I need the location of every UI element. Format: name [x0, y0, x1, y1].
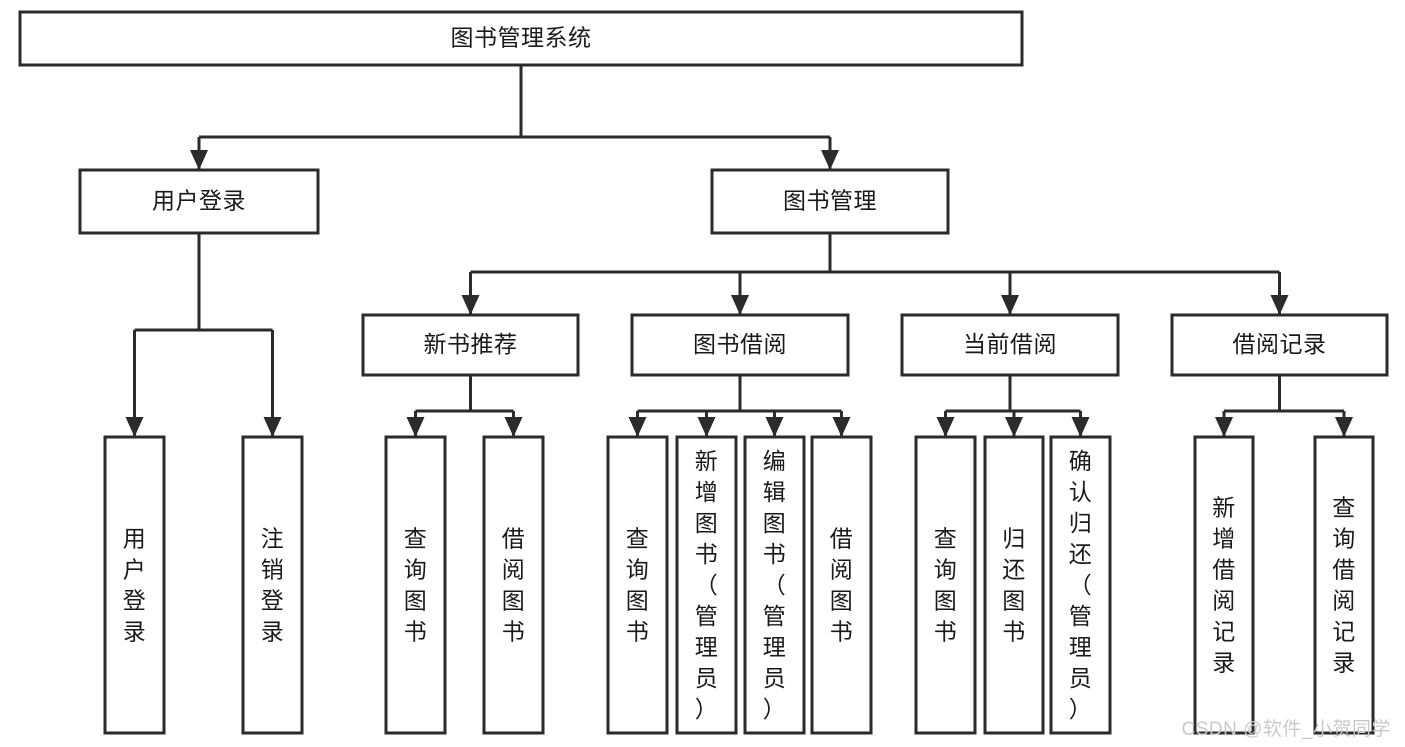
node-leaf-query-book-borrow[interactable]: 查询图书	[606, 435, 669, 735]
node-box-leaf-user-login	[103, 435, 166, 735]
node-box-book-manage	[710, 168, 950, 235]
connector-layer	[125, 65, 1353, 437]
arrow-head-icon	[406, 417, 425, 437]
node-leaf-borrow-book[interactable]: 借阅图书	[810, 435, 873, 735]
node-book-borrow[interactable]: 图书借阅	[630, 313, 850, 377]
arrow-head-icon	[821, 150, 839, 170]
node-label-new-book-recommend: 新书推荐	[424, 331, 518, 357]
arrow-head-icon	[1001, 295, 1019, 315]
node-leaf-return-book[interactable]: 归还图书	[983, 435, 1045, 735]
node-leaf-query-book-current[interactable]: 查询图书	[914, 435, 977, 735]
node-box-current-borrow	[900, 313, 1120, 377]
arrow-head-icon	[936, 417, 955, 437]
arrow-head-icon	[504, 417, 523, 437]
node-box-leaf-query-borrow-record	[1313, 435, 1375, 735]
arrow-head-icon	[461, 295, 480, 315]
node-label-leaf-borrow-book: 借阅图书	[830, 526, 854, 645]
node-label-current-borrow: 当前借阅	[963, 331, 1057, 357]
node-label-leaf-query-borrow-record: 查询借阅记录	[1332, 495, 1356, 676]
node-leaf-query-borrow-record[interactable]: 查询借阅记录	[1313, 435, 1375, 735]
node-leaf-edit-book-admin[interactable]: 编辑图书（管理员）	[743, 435, 806, 735]
arrow-head-icon	[1270, 295, 1289, 315]
node-label-user-login: 用户登录	[152, 188, 246, 214]
node-box-leaf-query-book-borrow	[606, 435, 669, 735]
node-current-borrow[interactable]: 当前借阅	[900, 313, 1120, 377]
arrow-head-icon	[1005, 417, 1023, 437]
node-label-leaf-confirm-return-admin: 确认归还（管理员）	[1069, 448, 1093, 722]
node-leaf-add-book-admin[interactable]: 新增图书（管理员）	[675, 435, 738, 735]
node-label-leaf-user-logout: 注销登录	[261, 526, 285, 645]
node-user-login[interactable]: 用户登录	[78, 168, 320, 235]
node-box-leaf-borrow-book	[810, 435, 873, 735]
arrow-head-icon	[125, 417, 144, 437]
node-book-manage[interactable]: 图书管理	[710, 168, 950, 235]
node-box-leaf-add-book-admin	[675, 435, 738, 735]
node-label-borrow-record: 借阅记录	[1233, 331, 1327, 357]
node-box-leaf-borrow-book-rec	[482, 435, 545, 735]
node-box-leaf-query-book-rec	[384, 435, 447, 735]
node-label-leaf-query-book-rec: 查询图书	[404, 526, 428, 645]
arrow-head-icon	[697, 417, 716, 437]
node-label-root: 图书管理系统	[451, 25, 592, 51]
arrow-head-icon	[1335, 417, 1353, 437]
node-leaf-user-logout[interactable]: 注销登录	[241, 435, 304, 735]
node-label-book-borrow: 图书借阅	[693, 331, 787, 357]
node-borrow-record[interactable]: 借阅记录	[1170, 313, 1389, 377]
node-box-borrow-record	[1170, 313, 1389, 377]
node-leaf-query-book-rec[interactable]: 查询图书	[384, 435, 447, 735]
node-box-leaf-confirm-return-admin	[1049, 435, 1112, 735]
node-box-leaf-return-book	[983, 435, 1045, 735]
node-box-leaf-edit-book-admin	[743, 435, 806, 735]
node-label-leaf-edit-book-admin: 编辑图书（管理员）	[763, 448, 787, 722]
arrow-head-icon	[832, 417, 851, 437]
node-label-book-manage: 图书管理	[783, 188, 877, 214]
arrow-head-icon	[1215, 417, 1233, 437]
node-box-root	[18, 10, 1024, 67]
node-leaf-add-borrow-record[interactable]: 新增借阅记录	[1193, 435, 1255, 735]
node-label-leaf-return-book: 归还图书	[1002, 526, 1026, 645]
node-box-user-login	[78, 168, 320, 235]
arrow-head-icon	[1071, 417, 1090, 437]
arrow-head-icon	[731, 295, 749, 315]
node-box-leaf-user-logout	[241, 435, 304, 735]
node-leaf-user-login[interactable]: 用户登录	[103, 435, 166, 735]
node-label-leaf-add-borrow-record: 新增借阅记录	[1212, 495, 1236, 676]
arrow-head-icon	[190, 150, 208, 170]
node-label-leaf-borrow-book-rec: 借阅图书	[502, 526, 526, 645]
arrow-head-icon	[628, 417, 647, 437]
node-label-leaf-add-book-admin: 新增图书（管理员）	[695, 448, 719, 722]
arrow-head-icon	[765, 417, 784, 437]
arrow-head-icon	[263, 417, 282, 437]
node-root[interactable]: 图书管理系统	[18, 10, 1024, 67]
csdn-watermark: CSDN @软件_小贺同学	[1181, 719, 1391, 740]
node-layer: 图书管理系统用户登录图书管理新书推荐图书借阅当前借阅借阅记录用户登录注销登录查询…	[18, 10, 1389, 735]
node-leaf-confirm-return-admin[interactable]: 确认归还（管理员）	[1049, 435, 1112, 735]
node-leaf-borrow-book-rec[interactable]: 借阅图书	[482, 435, 545, 735]
node-new-book-recommend[interactable]: 新书推荐	[361, 313, 580, 377]
node-box-leaf-add-borrow-record	[1193, 435, 1255, 735]
node-label-leaf-user-login: 用户登录	[123, 526, 147, 645]
node-box-leaf-query-book-current	[914, 435, 977, 735]
node-label-leaf-query-book-borrow: 查询图书	[626, 526, 650, 645]
node-box-book-borrow	[630, 313, 850, 377]
node-box-new-book-recommend	[361, 313, 580, 377]
node-label-leaf-query-book-current: 查询图书	[934, 526, 958, 645]
